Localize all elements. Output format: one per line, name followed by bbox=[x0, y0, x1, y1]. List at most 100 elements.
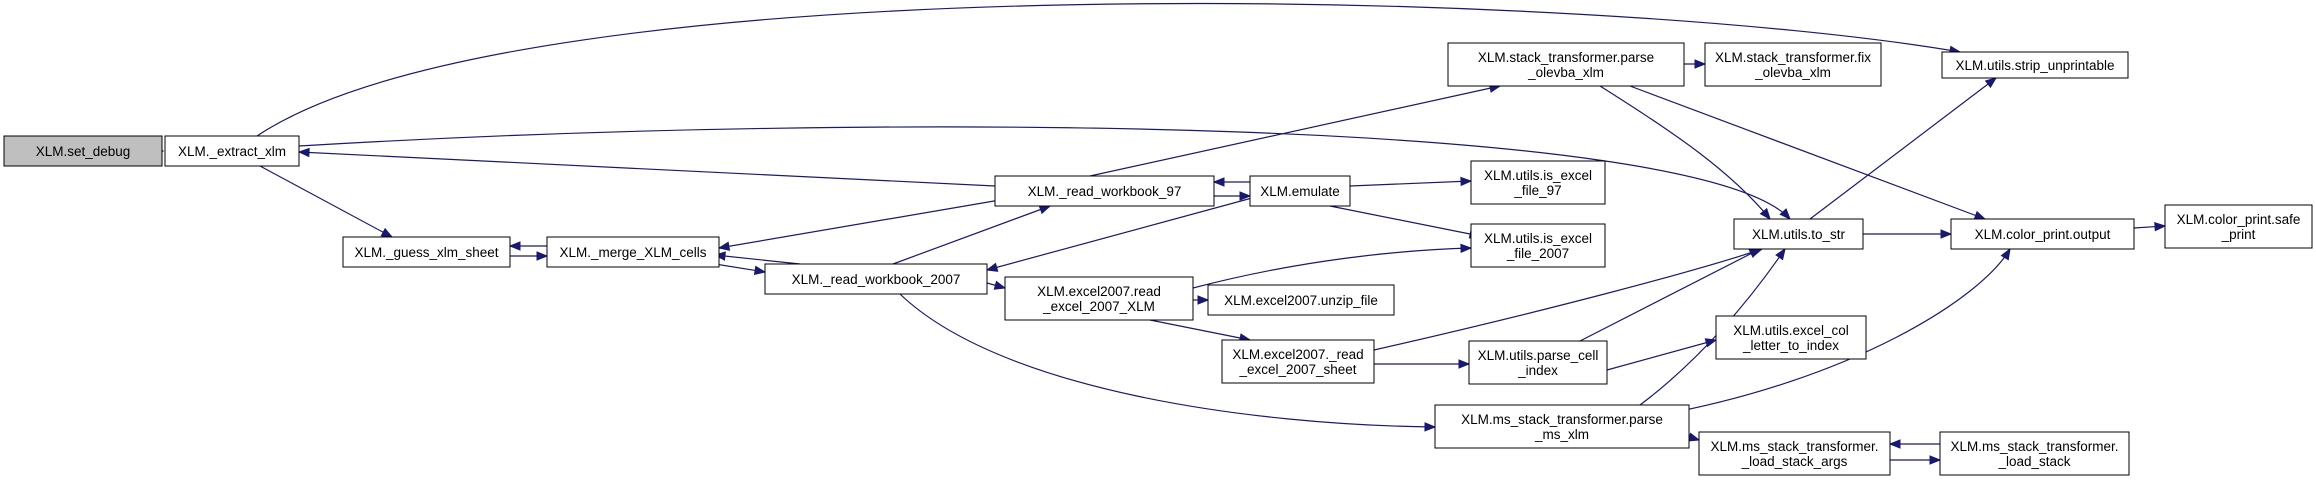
node-guess-xlm-sheet[interactable]: XLM._guess_xlm_sheet bbox=[342, 236, 511, 268]
arrowhead bbox=[1694, 59, 1707, 69]
edge-read_workbook_2007-to-ms_parse_xlm bbox=[899, 293, 1437, 432]
edge-line bbox=[1606, 339, 1717, 371]
node-parse-cell-index[interactable]: XLM.utils.parse_cell_index bbox=[1468, 340, 1608, 385]
node-stack-parse-olevba[interactable]: XLM.stack_transformer.parse_olevba_xlm bbox=[1447, 42, 1685, 87]
arrowhead bbox=[297, 147, 310, 158]
node-color-print-output[interactable]: XLM.color_print.output bbox=[1950, 218, 2135, 250]
edge-line bbox=[1659, 248, 2011, 416]
node-label: XLM.ms_stack_transformer. bbox=[1710, 439, 1878, 454]
edge-line bbox=[899, 293, 1436, 428]
node-label: XLM.ms_stack_transformer.parse bbox=[1461, 412, 1663, 427]
edge-read_workbook_97-to-extract_xlm bbox=[297, 147, 996, 187]
node-label: XLM.utils.is_excel bbox=[1484, 231, 1592, 246]
edge-line bbox=[298, 151, 996, 187]
edge-parse_cell_index-to-excel_col_letter bbox=[1606, 338, 1718, 371]
arrowhead bbox=[1748, 248, 1762, 258]
node-extract-xlm[interactable]: XLM._extract_xlm bbox=[164, 135, 300, 167]
arrowhead bbox=[753, 265, 767, 276]
edge-line bbox=[986, 197, 1253, 271]
edge-stack_parse_olevba-to-to_str bbox=[1599, 85, 1771, 221]
node-box bbox=[1434, 404, 1690, 449]
node-label: XLM.stack_transformer.parse bbox=[1478, 50, 1654, 65]
edge-line bbox=[1599, 85, 1771, 220]
edge-read_excel_2007_sheet-to-parse_cell_index bbox=[1374, 359, 1471, 369]
node-label: XLM.color_print.safe bbox=[2177, 212, 2301, 227]
edge-emulate-to-read_workbook_97 bbox=[1212, 177, 1250, 187]
node-is-excel-2007[interactable]: XLM.utils.is_excel_file_2007 bbox=[1470, 223, 1606, 268]
node-label: _letter_to_index bbox=[1742, 338, 1839, 353]
edge-line bbox=[1149, 319, 1251, 341]
node-emulate[interactable]: XLM.emulate bbox=[1249, 175, 1351, 207]
node-box bbox=[1207, 284, 1395, 316]
node-ms-load-stack[interactable]: XLM.ms_stack_transformer._load_stack bbox=[1939, 431, 2130, 476]
edge-line bbox=[1192, 247, 1472, 289]
edge-read_workbook_97-to-stack_parse_olevba bbox=[1089, 83, 1502, 177]
edge-read_excel_2007_xlm-to-read_excel_2007_sheet bbox=[1149, 319, 1252, 343]
edge-to_str-to-color_print_output bbox=[1863, 229, 1953, 239]
edge-parse_cell_index-to-to_str bbox=[1579, 248, 1762, 342]
node-label: XLM.color_print.output bbox=[1975, 227, 2111, 242]
node-label: _load_stack_args bbox=[1741, 454, 1848, 469]
node-label: XLM._merge_XLM_cells bbox=[559, 245, 706, 260]
nodes-layer: XLM.set_debug XLM._extract_xlmXLM._guess_… bbox=[3, 42, 2313, 476]
edge-line bbox=[892, 205, 1051, 265]
arrowhead bbox=[1458, 359, 1471, 369]
node-read-workbook-97[interactable]: XLM._read_workbook_97 bbox=[994, 175, 1215, 207]
edge-read_workbook_97-to-emulate bbox=[1214, 191, 1252, 201]
node-stack-fix-olevba[interactable]: XLM.stack_transformer.fix_olevba_xlm bbox=[1704, 42, 1882, 87]
node-label: _ms_xlm bbox=[1534, 427, 1589, 442]
node-read-excel-2007-sheet[interactable]: XLM.excel2007._read_excel_2007_sheet bbox=[1221, 339, 1375, 384]
node-label: XLM.set_debug bbox=[36, 144, 131, 159]
edge-ms_load_stack_args-to-ms_load_stack bbox=[1890, 455, 1942, 465]
arrowhead bbox=[1779, 208, 1791, 220]
node-box bbox=[342, 236, 511, 268]
node-label: _load_stack bbox=[1997, 454, 2070, 469]
node-strip-unprintable[interactable]: XLM.utils.strip_unprintable bbox=[1941, 51, 2129, 79]
node-label: _excel_2007_sheet bbox=[1238, 362, 1356, 377]
node-read-excel-2007-xlm[interactable]: XLM.excel2007.read_excel_2007_XLM bbox=[1004, 276, 1194, 321]
node-box bbox=[164, 135, 300, 167]
node-set-debug[interactable]: XLM.set_debug bbox=[3, 135, 163, 167]
node-box bbox=[1715, 315, 1867, 360]
edge-line bbox=[1329, 205, 1481, 237]
node-box bbox=[994, 175, 1215, 207]
node-label: XLM.utils.excel_col bbox=[1733, 323, 1849, 338]
node-label: XLM._read_workbook_2007 bbox=[792, 272, 961, 287]
node-excel-col-letter[interactable]: XLM.utils.excel_col_letter_to_index bbox=[1715, 315, 1867, 360]
node-to-str[interactable]: XLM.utils.to_str bbox=[1733, 218, 1864, 250]
node-color-print-safe[interactable]: XLM.color_print.safe_print bbox=[2164, 204, 2313, 249]
arrowhead bbox=[1687, 432, 1701, 442]
node-unzip-file[interactable]: XLM.excel2007.unzip_file bbox=[1207, 284, 1395, 316]
edge-ms_parse_xlm-to-ms_load_stack_args bbox=[1687, 432, 1701, 442]
node-label: XLM.utils.to_str bbox=[1752, 227, 1846, 242]
arrowhead bbox=[717, 241, 731, 251]
node-box bbox=[1939, 431, 2130, 476]
arrowhead bbox=[1197, 295, 1210, 305]
node-box bbox=[1941, 51, 2129, 79]
arrowhead bbox=[1775, 247, 1786, 261]
edge-line bbox=[1629, 85, 1986, 220]
node-label: XLM.excel2007._read bbox=[1232, 347, 1363, 362]
edge-extract_xlm-to-guess_xlm_sheet bbox=[259, 165, 394, 238]
node-read-workbook-2007[interactable]: XLM._read_workbook_2007 bbox=[764, 263, 988, 295]
node-label: XLM._guess_xlm_sheet bbox=[354, 245, 498, 260]
node-is-excel-97[interactable]: XLM.utils.is_excel_file_97 bbox=[1470, 160, 1606, 205]
arrowhead bbox=[1888, 439, 1901, 449]
edge-read_workbook_2007-to-merge_xlm_cells bbox=[713, 251, 801, 265]
edge-line bbox=[1579, 248, 1761, 342]
node-merge-xlm-cells[interactable]: XLM._merge_XLM_cells bbox=[546, 236, 720, 268]
node-ms-load-stack-args[interactable]: XLM.ms_stack_transformer._load_stack_arg… bbox=[1698, 431, 1891, 476]
edge-line bbox=[1809, 77, 1997, 220]
arrowhead bbox=[2154, 221, 2167, 232]
node-box bbox=[2164, 204, 2313, 249]
node-label: _olevba_xlm bbox=[1527, 65, 1604, 80]
node-label: XLM.excel2007.unzip_file bbox=[1224, 293, 1378, 308]
edge-read_excel_2007_xlm-to-is_excel_2007 bbox=[1192, 243, 1473, 289]
edge-ms_load_stack-to-ms_load_stack_args bbox=[1888, 439, 1940, 449]
node-label: _print bbox=[2221, 227, 2256, 242]
node-ms-parse-xlm[interactable]: XLM.ms_stack_transformer.parse_ms_xlm bbox=[1434, 404, 1690, 449]
arrowhead bbox=[1929, 455, 1942, 465]
arrowhead bbox=[1212, 177, 1225, 187]
arrowhead bbox=[380, 227, 394, 238]
